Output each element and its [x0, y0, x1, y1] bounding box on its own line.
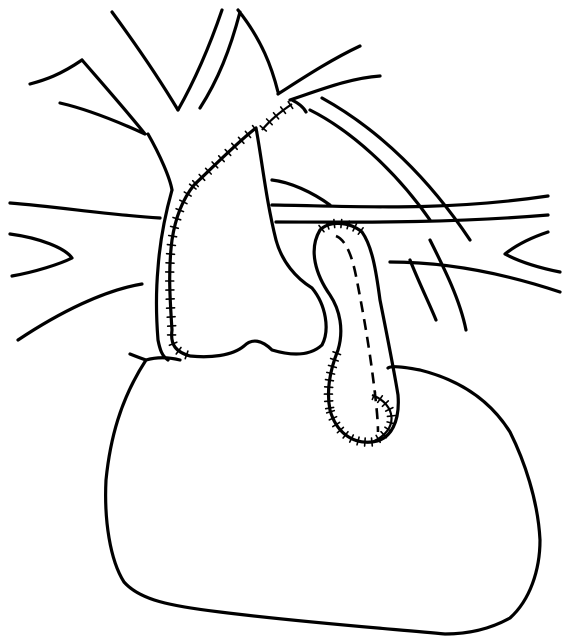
heart — [106, 354, 540, 634]
aortic-arch-branches — [30, 10, 470, 330]
suture-stitch — [171, 226, 179, 228]
suture-stitch — [168, 326, 176, 327]
suture-stitch — [169, 236, 177, 237]
pulmonary-branches — [10, 196, 560, 340]
suture-stitch — [173, 218, 181, 220]
suture-stitch — [329, 365, 337, 367]
suture-stitch — [341, 220, 342, 228]
suture-stitch — [167, 254, 175, 255]
suture-stitch — [334, 220, 335, 228]
aortic-graft — [157, 128, 331, 360]
suture-stitch — [167, 317, 175, 318]
suture-stitch — [327, 411, 335, 413]
suture-stitch — [387, 416, 395, 417]
suture-stitch — [326, 407, 334, 408]
suture-lines — [166, 102, 396, 446]
suture-stitch — [167, 245, 175, 246]
suture-stitch — [372, 438, 373, 446]
suture-stitch — [365, 438, 366, 446]
suture-stitch — [357, 437, 359, 445]
suture-stitch — [325, 387, 333, 388]
suture-stitch — [325, 401, 333, 402]
suture-stitch — [326, 380, 334, 381]
suture-stitch — [327, 372, 335, 374]
